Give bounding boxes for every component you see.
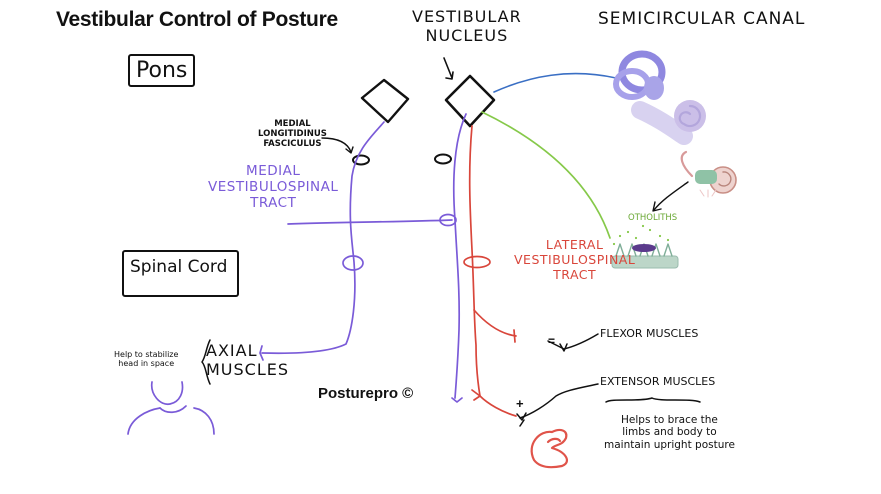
watermark: Posturepro © — [318, 385, 414, 402]
vestibular-nucleus-label: VESTIBULAR NUCLEUS — [412, 7, 522, 45]
canal-link-line — [493, 72, 617, 93]
otoliths-label: OTHOLITHS — [628, 213, 678, 223]
axial-muscles-label: AXIAL MUSCLES — [206, 341, 290, 379]
semicircular-canal-label: SEMICIRCULAR CANAL — [598, 9, 806, 29]
flexed-arm-icon — [530, 428, 569, 469]
pons-label: Pons — [128, 54, 196, 87]
medial-nucleus-shape — [360, 78, 410, 124]
spinal-cord-label: Spinal Cord — [122, 250, 240, 297]
lateral-tract — [463, 125, 517, 417]
otolith-ear-icon — [680, 150, 737, 198]
otolith-organ-icon — [611, 224, 679, 269]
medial-tract — [259, 113, 467, 403]
muscle-connections — [201, 333, 701, 427]
extensor-muscles-label: EXTENSOR MUSCLES — [600, 375, 716, 388]
nucleus-arrow — [443, 57, 454, 80]
medial-vestibulospinal-tract-label: MEDIAL VESTIBULOSPINAL TRACT — [208, 163, 339, 211]
otolith-arrow — [652, 181, 689, 212]
mlf-arrow — [321, 137, 354, 154]
diagram-title: Vestibular Control of Posture — [56, 8, 338, 31]
plus-sign: + — [516, 396, 524, 411]
mlf-fibre-right — [434, 153, 452, 165]
lateral-vestibulospinal-tract-label: LATERAL VESTIBULOSPINAL TRACT — [514, 237, 636, 282]
flexor-muscles-label: FLEXOR MUSCLES — [600, 327, 699, 340]
head-shoulders-icon — [127, 381, 215, 435]
vestibular-nucleus-shape — [444, 74, 496, 128]
mlf-fibre-left — [352, 154, 370, 166]
minus-sign: = — [548, 334, 556, 348]
brace-posture-note: Helps to brace the limbs and body to mai… — [604, 414, 735, 451]
stabilize-head-note: Help to stabilize head in space — [114, 350, 179, 369]
semicircular-canal-icon — [613, 50, 706, 145]
mlf-label: MEDIAL LONGITIDINUS FASCICULUS — [258, 119, 327, 150]
otolith-link-line — [481, 111, 611, 239]
